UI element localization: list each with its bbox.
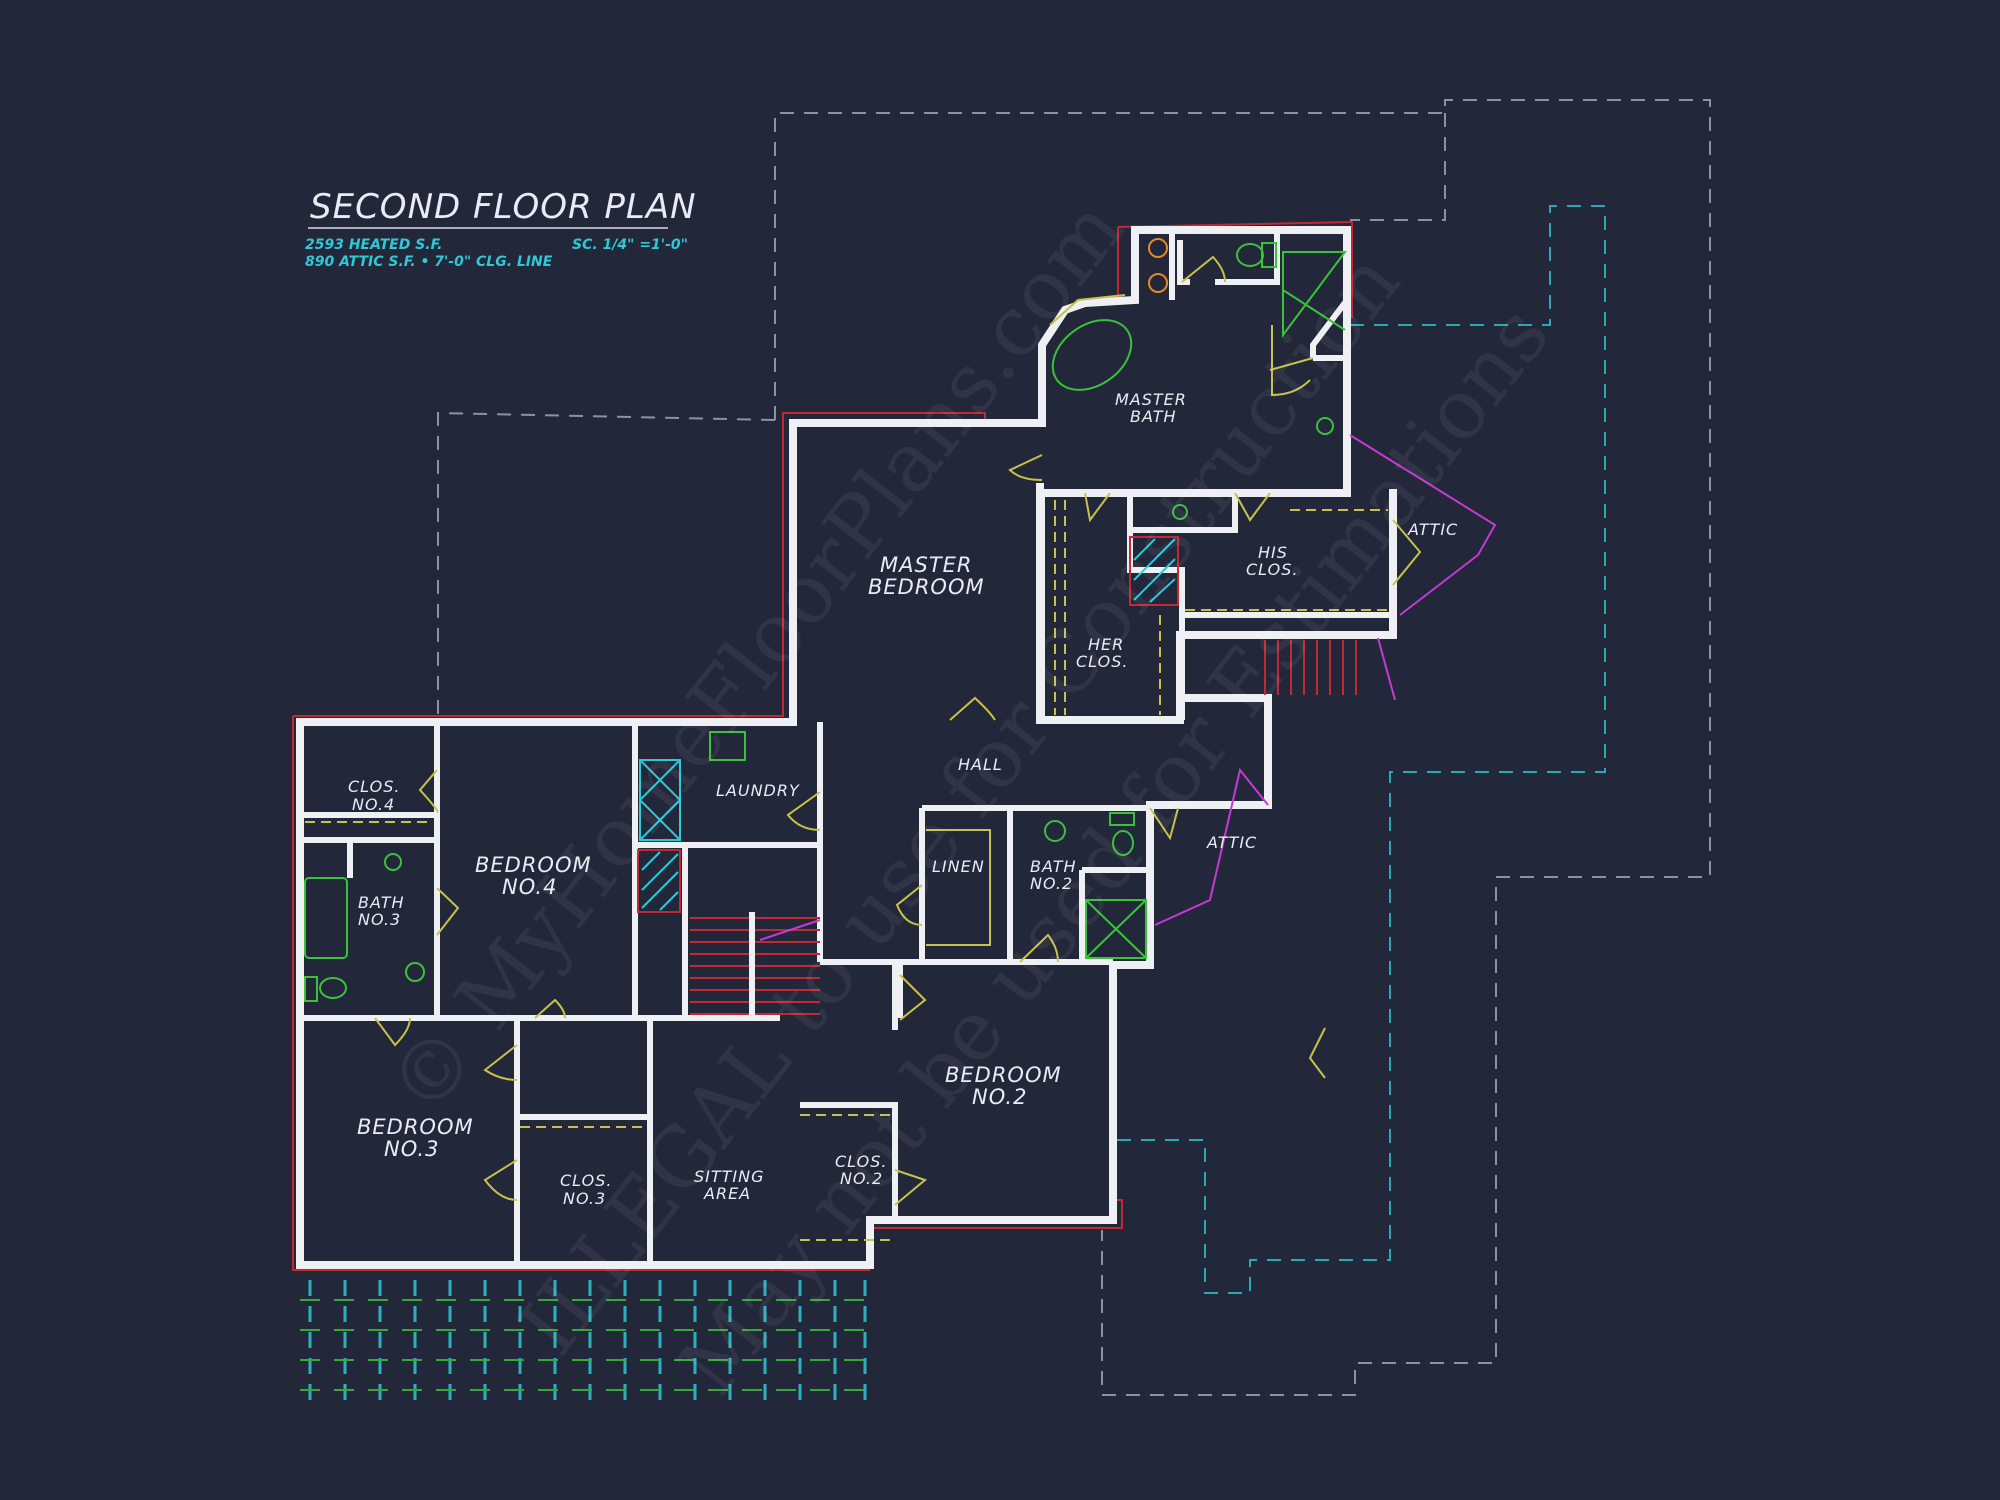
attic-sf: 890 ATTIC S.F. • 7'-0" CLG. LINE bbox=[305, 254, 553, 270]
label-master-bath-1: MASTER bbox=[1115, 390, 1187, 409]
plumbing-fixtures bbox=[304, 242, 1347, 1002]
stairs bbox=[690, 640, 1357, 1018]
label-master-bath-2: BATH bbox=[1130, 407, 1177, 426]
label-hall: HALL bbox=[958, 755, 1003, 774]
label-bedroom-4-1: BEDROOM bbox=[475, 853, 592, 877]
room-labels: MASTER BATH MASTER BEDROOM HIS CLOS. HER… bbox=[348, 390, 1458, 1208]
label-master-bedroom-2: BEDROOM bbox=[868, 575, 985, 599]
label-bath-2-1: BATH bbox=[1030, 857, 1077, 876]
label-bedroom-2-2: NO.2 bbox=[972, 1085, 1027, 1109]
label-clos-4-1: CLOS. bbox=[348, 777, 400, 796]
label-bath-2-2: NO.2 bbox=[1030, 874, 1073, 893]
label-bath-3-2: NO.3 bbox=[358, 910, 401, 929]
label-clos-3-2: NO.3 bbox=[563, 1189, 606, 1208]
label-bedroom-4-2: NO.4 bbox=[502, 875, 557, 899]
washer-dryer bbox=[639, 759, 681, 841]
interior-walls bbox=[300, 230, 1393, 1265]
title-block: SECOND FLOOR PLAN 2593 HEATED S.F. 890 A… bbox=[305, 187, 697, 270]
exterior-wall-hatching bbox=[292, 221, 1353, 1271]
label-laundry: LAUNDRY bbox=[716, 781, 800, 800]
label-his-clos-1: HIS bbox=[1258, 543, 1288, 562]
label-clos-2-1: CLOS. bbox=[835, 1152, 887, 1171]
label-master-bedroom-1: MASTER bbox=[880, 553, 973, 577]
label-bedroom-2-1: BEDROOM bbox=[945, 1063, 1062, 1087]
label-her-clos-2: CLOS. bbox=[1076, 652, 1128, 671]
label-linen: LINEN bbox=[932, 857, 985, 876]
label-sitting-area-1: SITTING bbox=[694, 1167, 765, 1186]
doors bbox=[374, 255, 1422, 1206]
scale: SC. 1/4" =1'-0" bbox=[572, 237, 688, 253]
roof-outline-dashed bbox=[437, 99, 1711, 1396]
label-bedroom-3-2: NO.3 bbox=[384, 1137, 439, 1161]
label-clos-3-1: CLOS. bbox=[560, 1171, 612, 1190]
label-bedroom-3-1: BEDROOM bbox=[357, 1115, 474, 1139]
label-attic-lower: ATTIC bbox=[1206, 833, 1257, 852]
plan-title: SECOND FLOOR PLAN bbox=[310, 187, 697, 227]
heated-sf: 2593 HEATED S.F. bbox=[305, 237, 442, 253]
label-bath-3-1: BATH bbox=[358, 893, 405, 912]
deck-grid bbox=[300, 1280, 870, 1400]
closet-shelving bbox=[305, 500, 1388, 1241]
label-clos-4-2: NO.4 bbox=[352, 795, 395, 814]
label-his-clos-2: CLOS. bbox=[1246, 560, 1298, 579]
label-her-clos-1: HER bbox=[1088, 635, 1124, 654]
label-sitting-area-2: AREA bbox=[703, 1184, 751, 1203]
attic-break-lines bbox=[759, 434, 1497, 941]
label-attic-upper: ATTIC bbox=[1407, 520, 1458, 539]
chase-hatch bbox=[637, 238, 1179, 913]
label-clos-2-2: NO.2 bbox=[840, 1169, 883, 1188]
